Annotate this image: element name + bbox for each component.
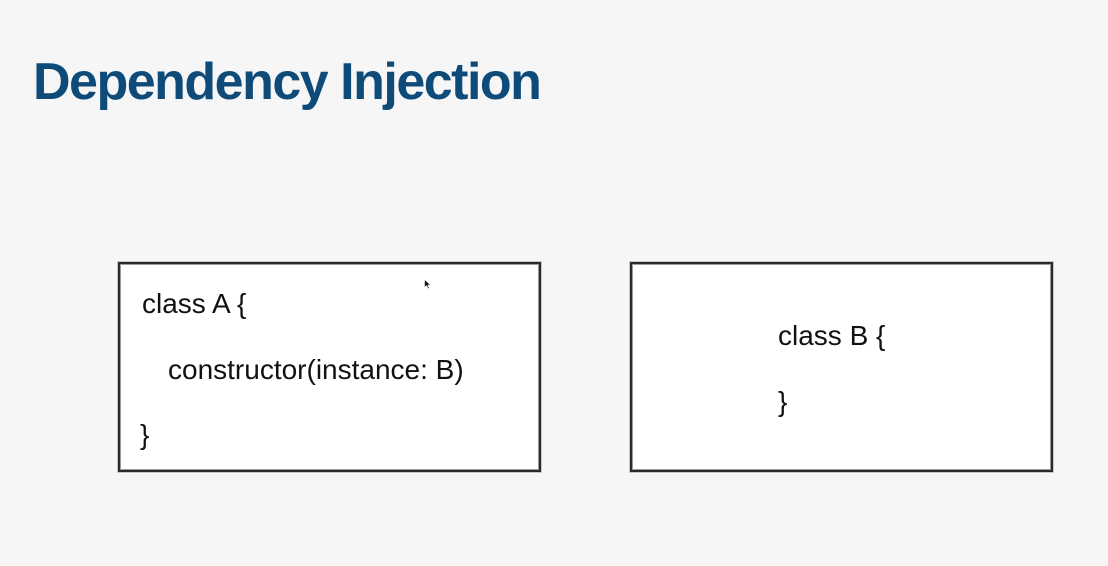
slide-title: Dependency Injection xyxy=(33,53,542,111)
class-b-declaration: class B { xyxy=(778,320,886,351)
class-a-constructor: constructor(instance: B) xyxy=(168,354,464,385)
class-b-closing-brace: } xyxy=(778,386,788,417)
class-a-declaration: class A { xyxy=(142,288,247,319)
mouse-pointer-icon xyxy=(424,279,432,290)
class-b-box: class B { } xyxy=(630,262,1053,472)
class-a-box: class A { constructor(instance: B) } xyxy=(118,262,541,472)
class-a-closing-brace: } xyxy=(140,419,150,450)
